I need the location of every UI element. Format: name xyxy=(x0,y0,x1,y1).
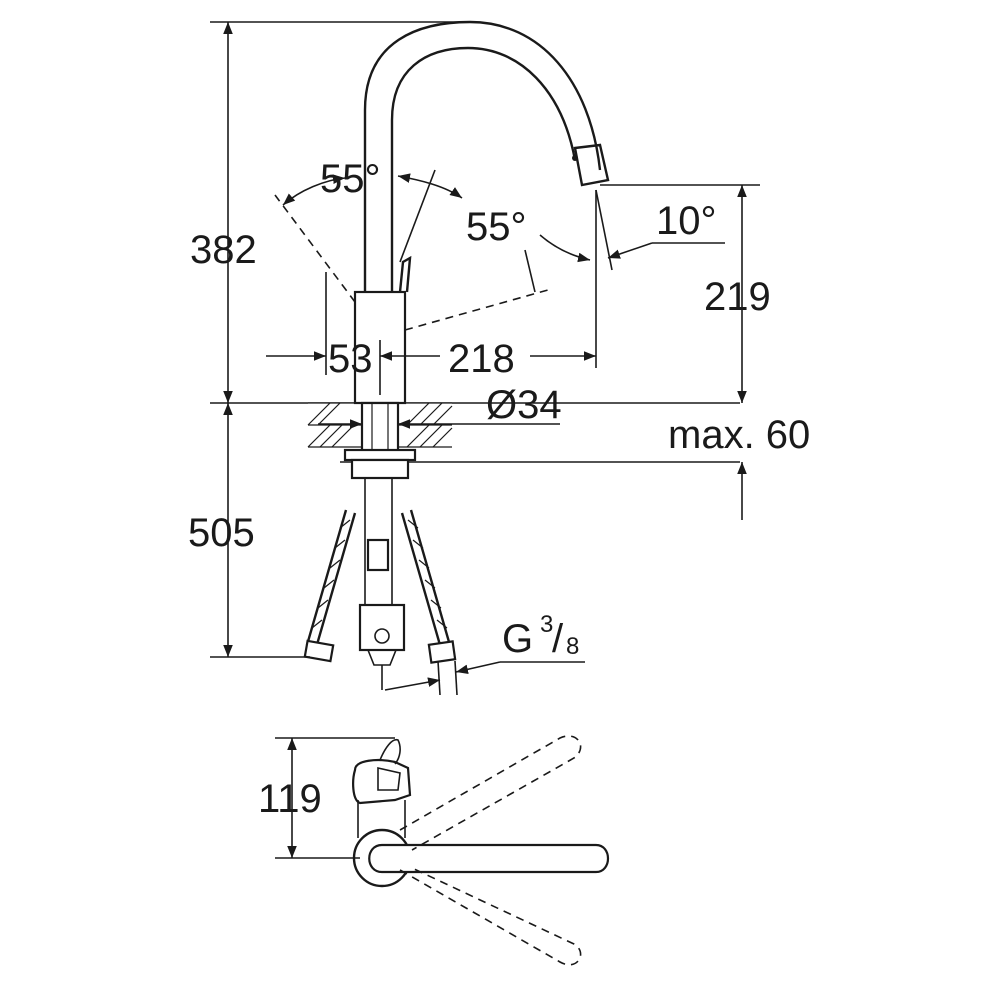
lever-handle xyxy=(398,255,412,293)
lever-guide-right xyxy=(404,289,549,331)
label-thread-numerator: 3 xyxy=(540,611,553,638)
faucet-plan-view: 119 xyxy=(258,735,610,966)
label-spout-angle: 10° xyxy=(656,199,717,243)
spout-tube xyxy=(363,20,602,292)
angle-arc-left xyxy=(282,174,346,206)
label-total-height: 382 xyxy=(190,228,257,272)
angle-arc-right xyxy=(539,234,591,263)
dim-line-thread xyxy=(384,677,441,691)
label-counter-thickness: max. 60 xyxy=(668,413,810,457)
faucet-side-view: 382 505 219 max. 60 Ø34 53 218 55° 55° 1… xyxy=(188,20,810,696)
counter-section xyxy=(307,402,453,448)
label-spout-reach: 218 xyxy=(448,337,515,381)
spray-head xyxy=(573,143,610,187)
label-thread-denominator: 8 xyxy=(566,633,579,660)
supply-hose-left xyxy=(303,509,357,663)
spout-arm-top-view xyxy=(368,843,610,874)
lever-guide-left xyxy=(274,194,356,303)
mounting-assembly xyxy=(343,401,417,690)
label-lever-angle-left: 55° xyxy=(320,157,381,201)
label-thread-prefix: G xyxy=(502,617,533,661)
lever-top-view xyxy=(352,759,412,805)
supply-hose-right xyxy=(400,509,458,696)
spout-swivel-up xyxy=(399,735,582,851)
label-thread-slash: / xyxy=(552,617,564,661)
label-body-width: 53 xyxy=(328,337,373,381)
label-lever-angle-right: 55° xyxy=(466,205,527,249)
label-plan-depth: 119 xyxy=(258,777,322,821)
label-diameter: Ø34 xyxy=(486,383,562,427)
label-below-counter: 505 xyxy=(188,511,255,555)
label-spout-height: 219 xyxy=(704,275,771,319)
spout-swivel-down xyxy=(399,867,582,966)
